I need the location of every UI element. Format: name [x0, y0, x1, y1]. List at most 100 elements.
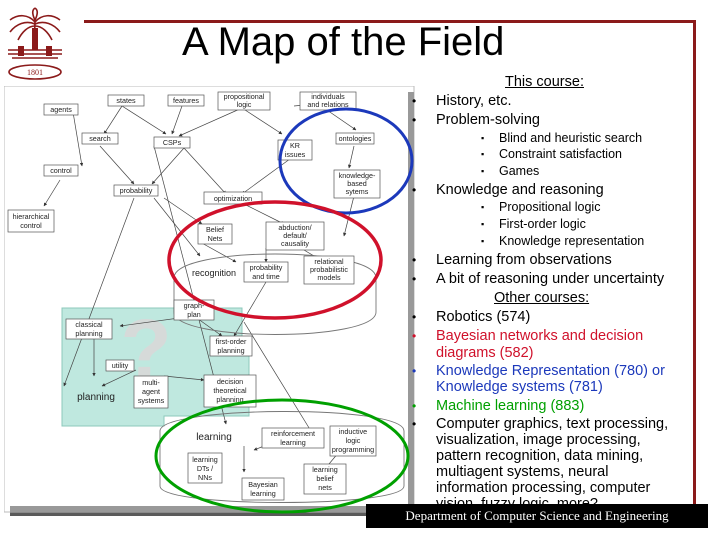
- other-courses-heading: Other courses:: [494, 290, 590, 306]
- blue-highlight-circle: [278, 107, 414, 215]
- other-item-misc-line4: multiagent systems, neural: [436, 464, 609, 480]
- sub-item-knowledge-rep: Knowledge representation: [499, 234, 645, 248]
- sub-bullet-dot: ▪: [481, 202, 485, 212]
- node-reinforcement-line1: reinforcement: [271, 429, 315, 438]
- node-decision-theoretic-line2: theoretical: [213, 386, 247, 395]
- other-item-robotics: Robotics (574): [436, 309, 531, 325]
- node-ilp-line3: programming: [332, 445, 374, 454]
- node-probability-time-line2: and time: [252, 272, 280, 281]
- node-graph-plan-line2: plan: [187, 310, 201, 319]
- green-highlight-circle: [154, 398, 410, 514]
- logo-year-text: 1801: [27, 68, 43, 77]
- node-propositional-logic-line1: propositional: [224, 92, 265, 101]
- node-planning: planning: [77, 392, 115, 403]
- bullet-dot: •: [412, 399, 417, 413]
- node-propositional-logic-line2: logic: [237, 100, 252, 109]
- node-ilp-line2: logic: [346, 436, 361, 445]
- node-learning-dts-line2: DTs /: [197, 464, 213, 473]
- node-learning-dts-line1: learning: [192, 455, 218, 464]
- bullet-dot: •: [412, 94, 417, 108]
- node-ontologies: ontologies: [339, 134, 372, 143]
- sub-bullet-dot: ▪: [481, 219, 485, 229]
- bullet-dot: •: [412, 364, 417, 378]
- course-item-problem-solving: Problem-solving: [436, 112, 540, 128]
- node-multi-agent-line3: systems: [138, 396, 165, 405]
- node-classical-planning-line2: planning: [75, 329, 102, 338]
- course-item-learning: Learning from observations: [436, 252, 612, 268]
- node-ilp-line1: inductive: [339, 427, 367, 436]
- bottom-frame-line: [10, 512, 696, 516]
- other-item-misc-line2: visualization, image processing,: [436, 432, 641, 448]
- node-kr-issues-line2: issues: [285, 150, 306, 159]
- node-probability-time-line1: probability: [250, 263, 283, 272]
- sub-bullet-dot: ▪: [481, 149, 485, 159]
- node-multi-agent-line2: agent: [142, 387, 160, 396]
- top-frame-line: [84, 20, 696, 23]
- node-bayesian-learning-line1: Bayesian: [248, 480, 278, 489]
- course-item-history: History, etc.: [436, 93, 512, 109]
- bullet-dot: •: [412, 310, 417, 324]
- node-csps: CSPs: [163, 138, 182, 147]
- sub-bullet-dot: ▪: [481, 236, 485, 246]
- this-course-heading: This course:: [505, 74, 584, 90]
- node-learning-dts-line3: NNs: [198, 473, 212, 482]
- node-graph-plan-line1: graph-: [184, 301, 205, 310]
- node-relational-prob-line3: models: [317, 273, 341, 282]
- sub-item-propositional: Propositional logic: [499, 200, 601, 214]
- node-kr-issues-line1: KR: [290, 141, 300, 150]
- node-first-order-planning-line1: first-order: [216, 337, 247, 346]
- node-features: features: [173, 96, 199, 105]
- sub-bullet-dot: ▪: [481, 133, 485, 143]
- sub-bullet-dot: ▪: [481, 166, 485, 176]
- other-item-misc-line3: pattern recognition, data mining,: [436, 448, 644, 464]
- node-belief-nets-line2: Nets: [208, 234, 223, 243]
- bullet-dot: •: [412, 183, 417, 197]
- bullet-dot: •: [412, 329, 417, 343]
- bullet-dot: •: [412, 417, 417, 431]
- node-search: search: [89, 134, 111, 143]
- node-relational-prob-line1: relational: [314, 257, 344, 266]
- node-states: states: [116, 96, 136, 105]
- red-highlight-circle: [167, 200, 383, 320]
- other-item-kr-line1: Knowledge Representation (780) or: [436, 363, 665, 379]
- sub-item-blind-search: Blind and heuristic search: [499, 131, 643, 145]
- node-learning-belief-line1: learning: [312, 465, 338, 474]
- other-item-misc-line1: Computer graphics, text processing,: [436, 416, 669, 432]
- bullet-dot: •: [412, 113, 417, 127]
- node-learning: learning: [196, 432, 232, 443]
- other-item-bayesian-line1: Bayesian networks and decision: [436, 328, 644, 344]
- node-abduction-line2: default/: [283, 231, 307, 240]
- other-item-kr-line2: Knowledge systems (781): [436, 379, 603, 395]
- sub-item-first-order: First-order logic: [499, 217, 586, 231]
- sub-item-games: Games: [499, 164, 540, 178]
- course-item-knowledge: Knowledge and reasoning: [436, 182, 604, 198]
- course-item-uncertainty: A bit of reasoning under uncertainty: [436, 271, 665, 287]
- node-first-order-planning-line2: planning: [217, 346, 244, 355]
- other-item-bayesian-line2: diagrams (582): [436, 345, 534, 361]
- sub-item-constraint: Constraint satisfaction: [499, 147, 622, 161]
- node-optimization: optimization: [214, 194, 252, 203]
- node-kb-systems-line2: based: [347, 179, 367, 188]
- bullet-dot: •: [412, 253, 417, 267]
- other-item-misc-line5: information processing, computer: [436, 480, 651, 496]
- node-multi-agent-line1: multi-: [142, 378, 160, 387]
- node-agents: agents: [50, 105, 72, 114]
- node-learning-belief-line3: nets: [318, 483, 332, 492]
- other-item-machine-learning: Machine learning (883): [436, 398, 585, 414]
- node-decision-theoretic-line1: decision: [217, 377, 243, 386]
- node-relational-prob-line2: probabilistic: [310, 265, 348, 274]
- node-abduction-line3: causality: [281, 239, 309, 248]
- field-map-diagram: ?: [4, 86, 415, 514]
- node-belief-nets-line1: Belief: [206, 225, 224, 234]
- node-probability: probability: [120, 186, 153, 195]
- node-bayesian-learning-line2: learning: [250, 489, 276, 498]
- footer-department: Department of Computer Science and Engin…: [366, 504, 708, 528]
- node-decision-theoretic-line3: planning: [216, 395, 243, 404]
- bullet-dot: •: [412, 272, 417, 286]
- node-abduction-line1: abduction/: [278, 223, 311, 232]
- node-kb-systems-line3: sytems: [346, 187, 369, 196]
- node-kb-systems-line1: knowledge-: [339, 171, 376, 180]
- node-learning-belief-line2: belief: [316, 474, 333, 483]
- slide-title: A Map of the Field: [182, 20, 505, 64]
- node-hierarchical-line1: hierarchical: [13, 212, 50, 221]
